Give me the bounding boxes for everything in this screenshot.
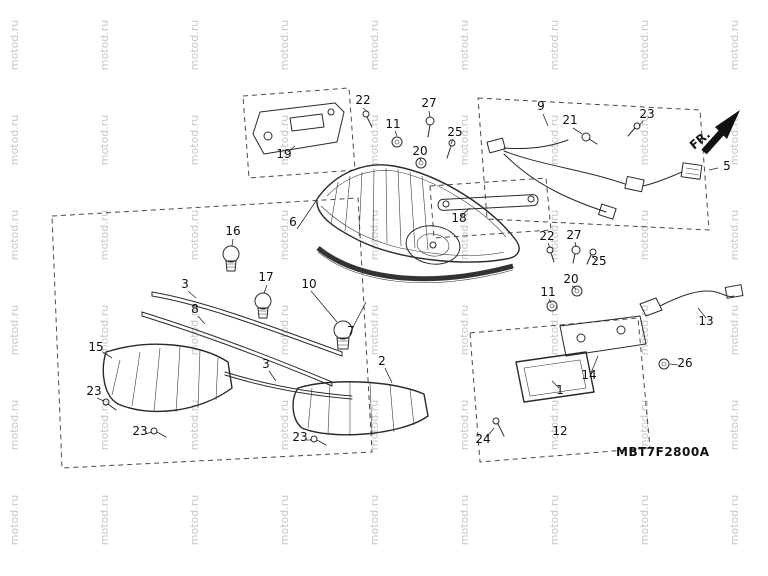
part-strip-3-upper: [151, 291, 343, 357]
part-bulb-17: [254, 292, 272, 319]
part-strip-3-lower: [224, 371, 353, 400]
part-callout: 21: [562, 113, 577, 127]
part-lens-15: [102, 343, 233, 413]
part-callout: 26: [677, 356, 692, 370]
part-callout: 19: [276, 147, 291, 161]
part-callout: 17: [258, 270, 273, 284]
part-stay-18: [437, 194, 539, 211]
leader-lines: [96, 107, 719, 441]
part-lens-2: [292, 381, 429, 436]
part-gasket-7: [316, 246, 514, 283]
part-callout: 20: [563, 272, 578, 286]
part-callout: 11: [385, 117, 400, 131]
part-bulb-16: [222, 245, 240, 272]
part-callout: 8: [191, 302, 199, 316]
part-callout: 23: [86, 384, 101, 398]
part-callout: 22: [355, 93, 370, 107]
part-bracket-19: [252, 102, 345, 155]
part-callout: 13: [698, 314, 713, 328]
part-callout: 11: [540, 285, 555, 299]
part-callout: 16: [225, 224, 240, 238]
part-wire-13: [639, 284, 744, 317]
part-license-light-1: [515, 351, 595, 403]
part-callout: 25: [447, 125, 462, 139]
part-callout: 3: [262, 357, 270, 371]
part-callout: 24: [475, 432, 490, 446]
part-callout: 5: [723, 159, 731, 173]
part-harness-9: [486, 122, 703, 220]
part-bulb-10: [333, 320, 353, 350]
part-callout: 6: [289, 215, 297, 229]
part-callout: 12: [552, 424, 567, 438]
part-callouts: 22 27 11 25 20 19 9 21 23 5 16 6 18 22 2…: [86, 93, 730, 446]
part-fasteners-right: [546, 245, 597, 312]
part-callout: 2: [378, 354, 386, 368]
part-callout: 15: [88, 340, 103, 354]
part-callout: 27: [566, 228, 581, 242]
diagram-code: MBT7F2800A: [616, 445, 710, 459]
part-screw-24: [492, 417, 505, 437]
part-fasteners-top: [362, 110, 456, 169]
part-callout: 23: [292, 430, 307, 444]
part-callout: 9: [537, 99, 545, 113]
part-callout: 23: [639, 107, 654, 121]
part-callout: 14: [581, 368, 596, 382]
part-bracket-14: [559, 315, 647, 357]
part-callout: 20: [412, 144, 427, 158]
part-callout: 25: [591, 254, 606, 268]
fr-direction-arrow: FR.: [687, 110, 740, 155]
part-taillight-unit-6: [316, 164, 520, 265]
part-callout: 1: [556, 383, 564, 397]
part-callout: 27: [421, 96, 436, 110]
part-callout: 7: [347, 324, 355, 338]
part-callout: 23: [132, 424, 147, 438]
part-callout: 10: [301, 277, 316, 291]
part-screws-23: [102, 398, 327, 446]
part-nut-26: [658, 358, 670, 370]
part-callout: 22: [539, 229, 554, 243]
part-strip-8: [141, 311, 333, 387]
part-callout: 3: [181, 277, 189, 291]
part-callout: 18: [451, 211, 466, 225]
